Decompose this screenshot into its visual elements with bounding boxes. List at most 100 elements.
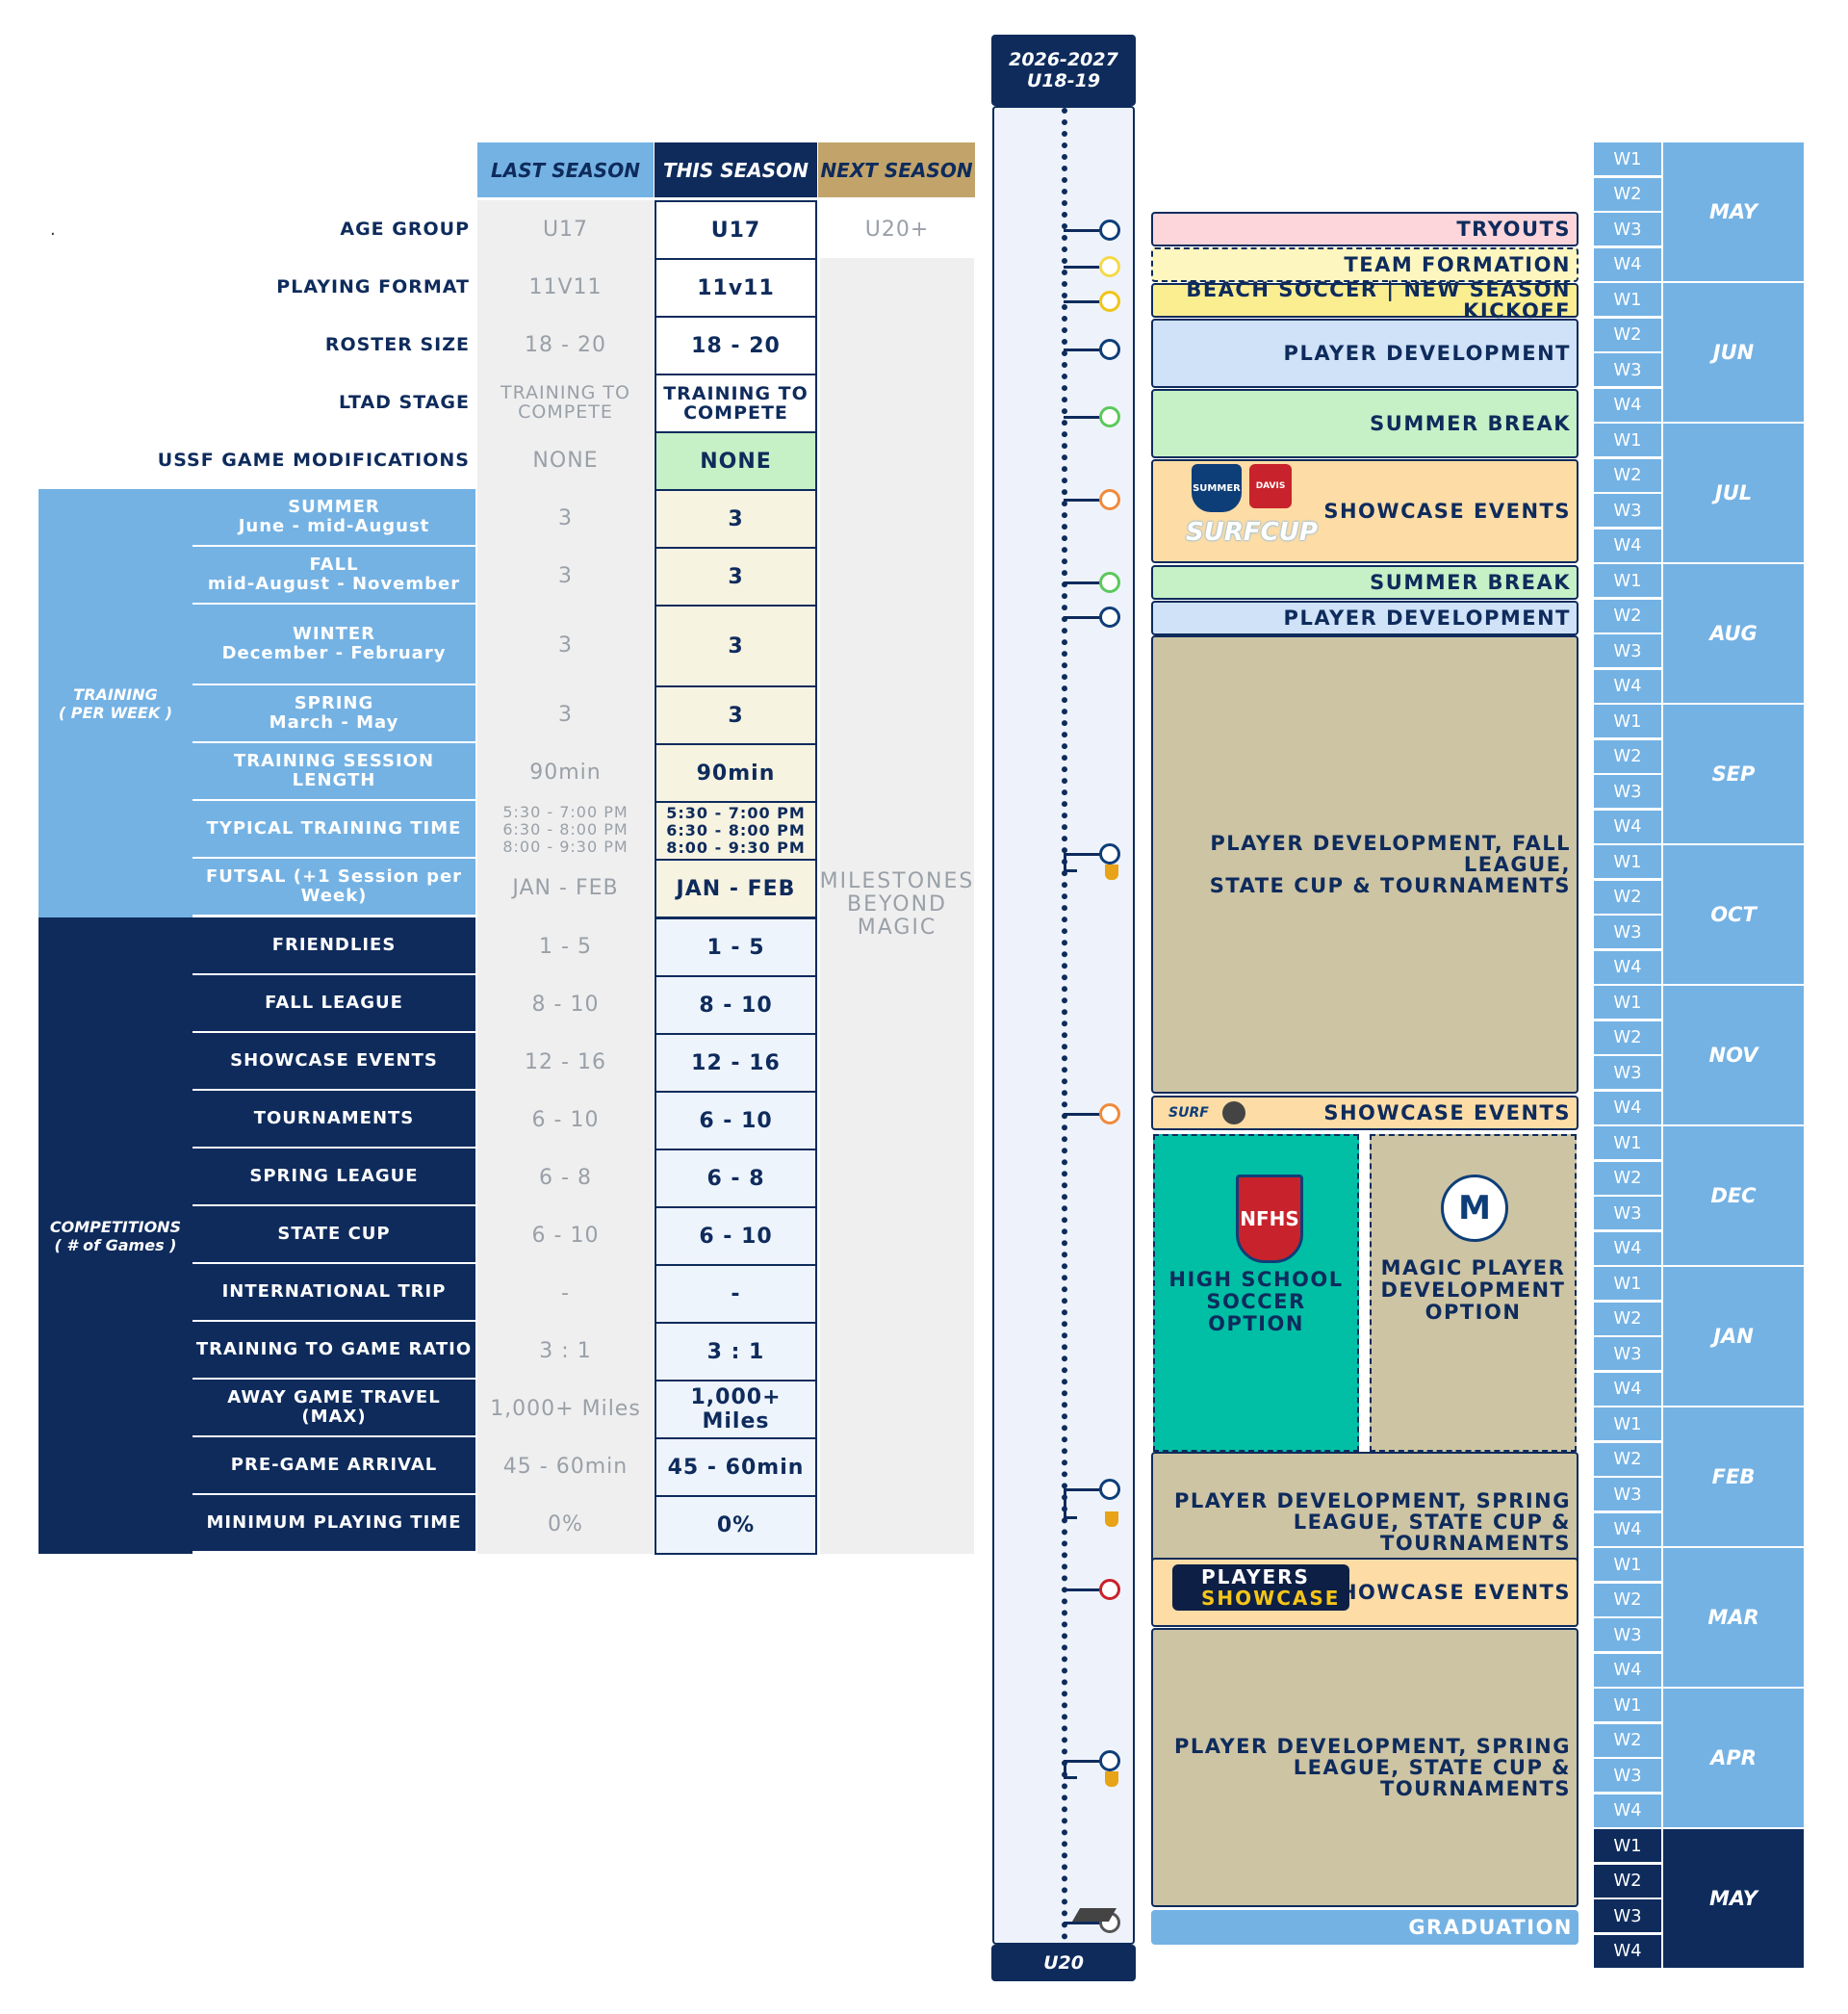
- week-label: W3: [1594, 1478, 1661, 1510]
- training-row-label: SPRING March - May: [192, 685, 475, 743]
- magic-player-development-logo: M: [1441, 1175, 1508, 1242]
- last-season-value: 11V11: [477, 258, 654, 316]
- this-season-value: 6 - 10: [654, 1206, 817, 1266]
- this-season-value: U17: [654, 200, 817, 260]
- phase-segment: TRYOUTS: [1151, 212, 1578, 246]
- week-label: W1: [1594, 986, 1661, 1019]
- competition-row-label: SHOWCASE EVENTS: [192, 1033, 475, 1091]
- week-label: W2: [1594, 1020, 1661, 1054]
- vegas-logo-line2: SHOWCASE: [1201, 1587, 1341, 1610]
- stray-dot: .: [50, 219, 56, 240]
- week-label: W3: [1594, 916, 1661, 948]
- week-label: W1: [1594, 1689, 1661, 1721]
- timeline-tick: [1064, 616, 1106, 619]
- week-label: W4: [1594, 1231, 1661, 1265]
- this-season-value: -: [654, 1264, 817, 1324]
- week-label: W2: [1594, 1583, 1661, 1616]
- week-label: W3: [1594, 775, 1661, 808]
- this-season-value: 45 - 60min: [654, 1437, 817, 1497]
- timeline-tick: [1064, 499, 1106, 502]
- group-competitions: COMPETITIONS ( # of Games ): [38, 917, 192, 1554]
- week-label: W1: [1594, 1267, 1661, 1300]
- last-season-value: 3: [477, 685, 654, 743]
- week-label: W4: [1594, 388, 1661, 422]
- week-label: W1: [1594, 142, 1661, 175]
- week-label: W2: [1594, 1442, 1661, 1476]
- this-season-value: 3 : 1: [654, 1322, 817, 1381]
- week-label: W1: [1594, 845, 1661, 878]
- milestone-badge-icon: [1099, 1579, 1120, 1600]
- week-label: W3: [1594, 1899, 1661, 1932]
- month-label: NOV: [1663, 986, 1804, 1124]
- last-season-value: 6 - 10: [477, 1206, 654, 1264]
- month-label: OCT: [1663, 845, 1804, 984]
- this-season-value: 6 - 10: [654, 1091, 817, 1150]
- header-next-season: NEXT SEASON: [818, 142, 975, 197]
- week-label: W2: [1594, 739, 1661, 773]
- month-label: MAY: [1663, 142, 1804, 281]
- month-label: DEC: [1663, 1126, 1804, 1265]
- week-label: W1: [1594, 705, 1661, 737]
- week-label: W4: [1594, 529, 1661, 562]
- week-label: W4: [1594, 247, 1661, 281]
- last-season-value: 90min: [477, 743, 654, 801]
- week-label: W2: [1594, 599, 1661, 633]
- week-label: W3: [1594, 1759, 1661, 1792]
- training-row-label: FALL mid-August - November: [192, 547, 475, 605]
- magic-option-label: MAGIC PLAYER DEVELOPMENT OPTION: [1380, 1256, 1566, 1324]
- month-label: JUN: [1663, 283, 1804, 422]
- last-season-value: 18 - 20: [477, 316, 654, 374]
- timeline-bottom-label: U20: [991, 1945, 1136, 1981]
- last-season-value: 3: [477, 605, 654, 685]
- week-label: W3: [1594, 1056, 1661, 1089]
- week-label: W2: [1594, 318, 1661, 351]
- this-season-value: 5:30 - 7:00 PM 6:30 - 8:00 PM 8:00 - 9:3…: [654, 801, 817, 861]
- timeline-tick: [1064, 1760, 1106, 1763]
- last-season-value: 6 - 10: [477, 1091, 654, 1149]
- phase-segment: SUMMER BREAK: [1151, 565, 1578, 600]
- phase-segment: SUMMER BREAK: [1151, 389, 1578, 458]
- milestone-badge-icon: [1099, 219, 1120, 241]
- week-label: W1: [1594, 1407, 1661, 1440]
- phase-segment: TEAM FORMATION: [1151, 247, 1578, 282]
- month-label: MAY: [1663, 1829, 1804, 1968]
- this-season-value: 1,000+ Miles: [654, 1380, 817, 1439]
- surf-cup-logo: SURFCUP: [1186, 518, 1318, 547]
- this-season-value: NONE: [654, 431, 817, 491]
- davis-legacy-logo: DAVIS: [1249, 464, 1292, 508]
- competition-row-label: STATE CUP: [192, 1206, 475, 1264]
- last-season-value: 3 : 1: [477, 1322, 654, 1380]
- graduation-cap-icon: [1071, 1908, 1117, 1922]
- week-label: W3: [1594, 494, 1661, 527]
- magic-option-box: M MAGIC PLAYER DEVELOPMENT OPTION: [1370, 1134, 1577, 1452]
- last-season-value: 3: [477, 489, 654, 547]
- this-season-value: 3: [654, 605, 817, 687]
- week-label: W3: [1594, 1197, 1661, 1229]
- this-season-value: 1 - 5: [654, 917, 817, 977]
- week-label: W4: [1594, 669, 1661, 703]
- week-label: W4: [1594, 950, 1661, 984]
- month-label: FEB: [1663, 1407, 1804, 1546]
- week-label: W1: [1594, 424, 1661, 456]
- next-season-value: U20+: [864, 217, 930, 242]
- last-season-value: 12 - 16: [477, 1033, 654, 1091]
- this-season-value: 0%: [654, 1495, 817, 1555]
- row-label: AGE GROUP: [340, 219, 470, 240]
- timeline-tick: [1064, 853, 1106, 856]
- college-cup-shield-icon: [1222, 1101, 1245, 1124]
- timeline-tick: [1064, 1488, 1106, 1491]
- week-label: W2: [1594, 177, 1661, 211]
- last-season-value: 0%: [477, 1495, 654, 1553]
- this-season-value: JAN - FEB: [654, 859, 817, 918]
- last-season-value: 6 - 8: [477, 1149, 654, 1206]
- this-season-value: 3: [654, 547, 817, 607]
- timeline-tick: [1064, 1113, 1106, 1116]
- row-label: LTAD STAGE: [339, 392, 470, 413]
- this-season-value: 3: [654, 489, 817, 549]
- milestone-badge-icon: [1099, 1103, 1120, 1124]
- week-label: W3: [1594, 1618, 1661, 1651]
- training-row-label: WINTER December - February: [192, 605, 475, 685]
- phase-segment: PLAYER DEVELOPMENT, SPRING LEAGUE, STATE…: [1151, 1628, 1578, 1907]
- high-school-option-box: NFHS HIGH SCHOOL SOCCER OPTION: [1153, 1134, 1359, 1452]
- timeline-tick: [1064, 581, 1106, 584]
